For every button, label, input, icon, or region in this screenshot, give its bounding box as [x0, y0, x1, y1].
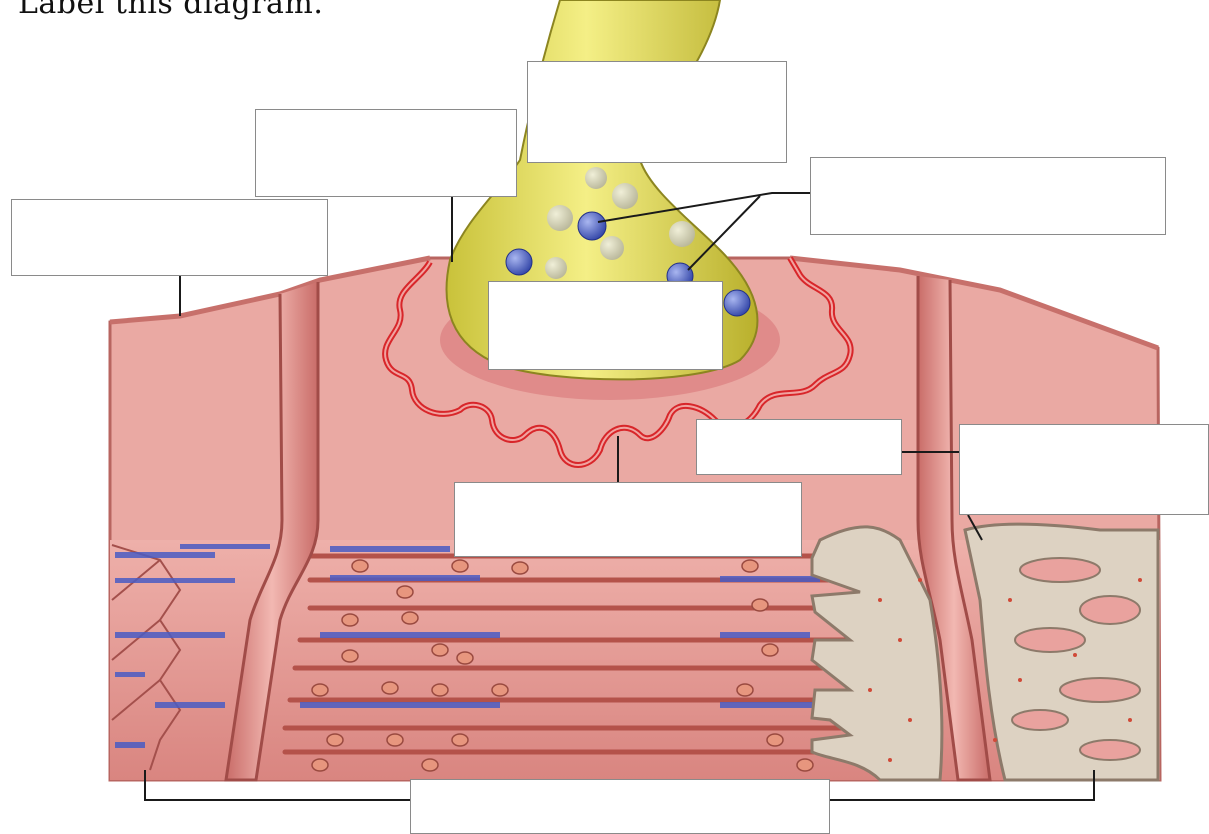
label-box-top-center[interactable] — [527, 61, 787, 163]
label-box-bottom[interactable] — [410, 779, 830, 834]
label-box-far-left[interactable] — [11, 199, 328, 276]
label-box-far-right[interactable] — [959, 424, 1209, 515]
label-box-terminal-center[interactable] — [488, 281, 723, 370]
label-box-right-top[interactable] — [810, 157, 1166, 235]
label-box-mid-right[interactable] — [696, 419, 902, 475]
label-box-upper-left[interactable] — [255, 109, 517, 197]
label-box-middle[interactable] — [454, 482, 802, 557]
